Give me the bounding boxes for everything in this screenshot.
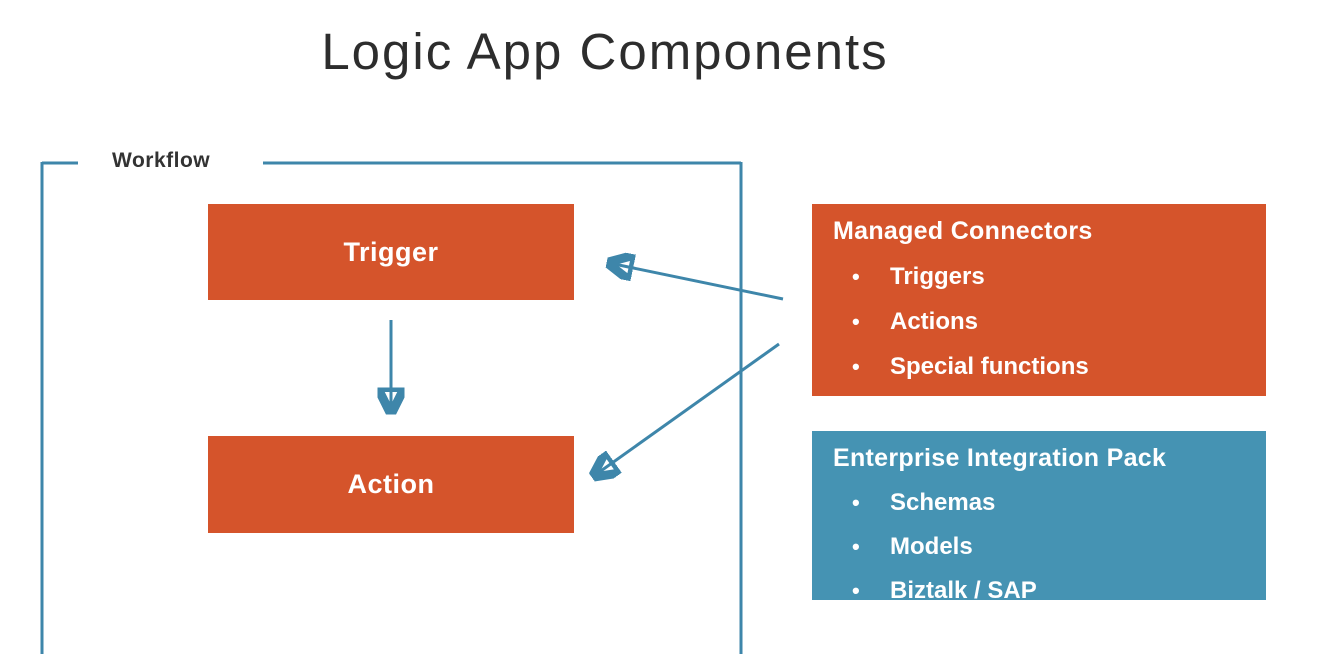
list-item: • Models <box>833 533 1266 561</box>
workflow-label: Workflow <box>112 149 211 172</box>
trigger-box-label: Trigger <box>343 236 439 267</box>
bullet-icon: • <box>852 490 860 515</box>
list-item-label: Special functions <box>890 353 1089 380</box>
list-item: • Biztalk / SAP <box>833 577 1266 605</box>
list-item-label: Biztalk / SAP <box>890 577 1037 604</box>
bullet-icon: • <box>852 578 860 603</box>
list-item-label: Triggers <box>890 263 985 290</box>
action-box: Action <box>208 436 574 533</box>
connector-arrow-to-trigger <box>614 264 784 301</box>
managed-connectors-title: Managed Connectors <box>833 217 1093 245</box>
list-item: • Schemas <box>833 489 1266 517</box>
managed-connectors-panel: Managed Connectors • Triggers • Actions … <box>812 204 1266 396</box>
enterprise-integration-pack-panel: Enterprise Integration Pack • Schemas • … <box>812 431 1266 604</box>
list-item: • Actions <box>833 308 1266 336</box>
bullet-icon: • <box>852 534 860 559</box>
list-item-label: Schemas <box>890 489 996 516</box>
action-box-label: Action <box>347 469 435 499</box>
enterprise-integration-pack-list: • Schemas • Models • Biztalk / SAP <box>833 489 1266 605</box>
list-item-label: Actions <box>890 308 979 335</box>
list-item: • Triggers <box>833 263 1266 291</box>
trigger-box: Trigger <box>208 204 574 300</box>
list-item: • Special functions <box>833 353 1266 381</box>
slide-title: Logic App Components <box>321 23 889 80</box>
bullet-icon: • <box>852 309 860 334</box>
bullet-icon: • <box>852 264 860 289</box>
bullet-icon: • <box>852 354 860 379</box>
list-item-label: Models <box>890 533 973 560</box>
connector-arrow-to-action <box>598 342 780 473</box>
managed-connectors-list: • Triggers • Actions • Special functions <box>833 263 1266 381</box>
enterprise-integration-pack-title: Enterprise Integration Pack <box>833 444 1167 472</box>
